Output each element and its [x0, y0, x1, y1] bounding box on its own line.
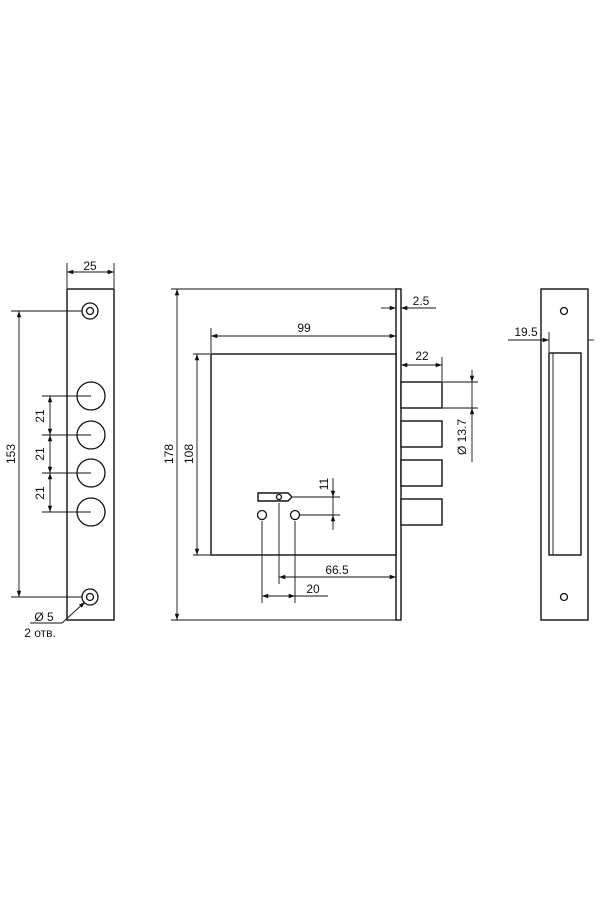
strike-plate-screw-hole-top: [559, 306, 569, 316]
dim-label-key-offset: 11: [317, 477, 331, 490]
dim-label-bolt-diameter: Ø 13.7: [455, 419, 469, 455]
lock-bolt: [400, 498, 443, 526]
keyhole-center-marker: [275, 493, 283, 501]
dim-hole-spacing: 21 21 21: [33, 395, 91, 513]
dim-spindle-spacing: 20: [261, 521, 328, 603]
dim-label-hole-spacing: 21: [33, 486, 47, 500]
dim-label-backset: 66.5: [325, 563, 349, 577]
strike-plate-view: 19.5: [508, 288, 594, 621]
strike-plate-opening: [548, 352, 582, 556]
lock-case: [210, 353, 397, 556]
dim-faceplate-height: 153: [4, 310, 82, 598]
lock-front-plate: [395, 288, 402, 621]
dim-case-height: 108: [182, 353, 210, 556]
faceplate-screw-hole-top-inner: [85, 306, 95, 316]
lock-body-view: 178 108 99 2.5 22: [162, 288, 478, 621]
dim-label-strike-depth: 19.5: [514, 325, 538, 339]
dim-plate-thickness: 2.5: [381, 294, 436, 311]
dim-label-lock-height: 178: [162, 444, 176, 464]
dim-screw-hole-diameter: Ø 5 2 отв.: [24, 601, 86, 640]
spindle-hole-left: [256, 509, 268, 521]
dim-strike-depth: 19.5: [508, 325, 594, 352]
dim-key-offset: 11: [293, 477, 340, 530]
strike-plate-screw-hole-bottom: [559, 592, 569, 602]
dim-label-case-height: 108: [182, 444, 196, 464]
lock-bolt: [400, 459, 443, 487]
dim-faceplate-width: 25: [66, 259, 115, 288]
dim-label-faceplate-width: 25: [83, 259, 97, 273]
dim-label-plate-thickness: 2.5: [413, 294, 430, 308]
lock-bolt: [400, 420, 443, 448]
faceplate-view: 25 153 21 21 21 Ø 5 2 отв.: [4, 259, 115, 640]
dim-lock-height: 178: [162, 288, 396, 621]
dim-case-width: 99: [210, 288, 397, 353]
spindle-hole-right: [289, 509, 301, 521]
dim-label-screw-hole-count: 2 отв.: [24, 626, 56, 640]
dim-label-hole-spacing: 21: [33, 447, 47, 461]
faceplate-screw-hole-bottom-inner: [85, 592, 95, 602]
faceplate-outline: [66, 288, 115, 621]
dim-label-bolt-length: 22: [415, 349, 429, 363]
dim-label-faceplate-height: 153: [4, 444, 18, 464]
dim-label-hole-spacing: 21: [33, 409, 47, 423]
keyhole-slot: [257, 492, 293, 502]
dim-bolt-length: 22: [401, 349, 443, 381]
dim-backset: 66.5: [278, 503, 396, 584]
dim-label-spindle-spacing: 20: [306, 582, 320, 596]
dim-bolt-diameter: Ø 13.7: [443, 370, 478, 462]
lock-bolt: [400, 381, 443, 409]
dim-label-case-width: 99: [297, 321, 311, 335]
dim-label-screw-hole-diameter: Ø 5: [34, 610, 54, 624]
